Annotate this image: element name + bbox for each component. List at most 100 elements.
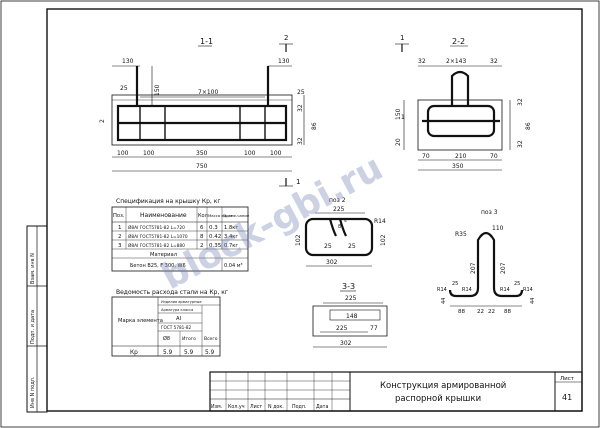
spec-h-note: Приме-чание: [223, 213, 250, 218]
poz3-d207b: 207: [500, 262, 507, 274]
poz3-d22a: 22: [477, 309, 484, 315]
dim-25b: 25: [297, 89, 305, 96]
poz2-d102b: 102: [380, 234, 387, 246]
dim-32-d: 32: [517, 140, 524, 148]
label-1-1: 1-1: [200, 37, 213, 46]
poz2-r14: R14: [374, 218, 386, 225]
poz3-r35: R35: [455, 231, 467, 238]
dim-350-b: 350: [452, 163, 464, 170]
spec-h-name: Наименование: [140, 212, 187, 219]
cut-1-left: 1: [401, 114, 405, 121]
tb-col-data: Дата: [316, 404, 328, 410]
ved-r-mark: Кр: [130, 350, 138, 356]
dim-100-c: 100: [244, 150, 256, 157]
dim-100-d: 100: [270, 150, 282, 157]
spec-h-kol: Кол: [198, 213, 208, 219]
poz3-d110: 110: [492, 225, 504, 232]
tb-col-list: Лист: [250, 404, 262, 410]
dim-100-a: 100: [117, 150, 129, 157]
dim-70-a: 70: [422, 153, 430, 160]
label-3-3: 3-3: [342, 282, 355, 291]
dim-32-a: 32: [418, 58, 426, 65]
ved-r-itogo: 5.9: [184, 350, 194, 356]
spec-r1-mass: 0.3: [209, 225, 218, 231]
spec-material-vol: 0.04 м³: [224, 263, 243, 269]
poz3-d88b: 88: [504, 309, 511, 315]
spec-r1-name: Ø8AI ГОСТ5781-82 L=720: [128, 224, 185, 231]
dim-32-r2: 32: [297, 137, 304, 145]
spec-r1-note: 1.8кг: [224, 225, 238, 231]
poz2-d25a: 25: [324, 243, 332, 250]
ved-h-klass: Арматура класса: [161, 308, 193, 312]
poz3-r14-c: R14: [500, 287, 510, 293]
left-2: 2: [99, 119, 106, 123]
dim-130-right: 130: [278, 58, 290, 65]
poz3-d25b: 25: [514, 281, 520, 287]
ved-h-d8: Ø8: [163, 335, 170, 342]
spec-r3-name: Ø8AI ГОСТ5781-82 L=880: [128, 242, 185, 249]
tb-sheet-label: Лист: [560, 376, 575, 382]
dim-32-r1: 32: [297, 104, 304, 112]
spec-table: Спецификация на крышку Кр, кг Поз. Наиме…: [111, 198, 250, 272]
poz2-d25b: 25: [348, 243, 356, 250]
spec-r1-poz: 1: [118, 225, 122, 231]
label-2-2: 2-2: [452, 37, 465, 46]
poz3-label: поз 3: [481, 209, 498, 216]
s33-d77: 77: [370, 325, 378, 332]
s33-d148: 148: [346, 313, 358, 320]
spec-r2-kol: 8: [200, 234, 204, 240]
dim-70-b: 70: [490, 153, 498, 160]
poz2-d8: 8: [338, 224, 341, 230]
s33-d225: 225: [345, 295, 357, 302]
spec-r1-kol: 6: [200, 225, 204, 231]
dim-210: 210: [455, 153, 467, 160]
dim-32-c: 32: [517, 98, 524, 106]
stamp-vzam: Взам. инв N: [30, 253, 36, 284]
poz3-d44b: 44: [530, 298, 536, 304]
stamp-podp: Подп. и дата: [30, 310, 36, 344]
poz2-d4: 4: [344, 218, 347, 224]
spec-r3-mass: 0.35: [209, 243, 222, 249]
tb-sheet-no: 41: [562, 393, 572, 402]
poz2-label: поз 2: [329, 197, 346, 204]
spec-h-mass: Масса ед.,кг: [208, 213, 233, 218]
ved-title: Ведомость расхода стали на Кр, кг: [116, 289, 228, 296]
poz3-d207a: 207: [470, 262, 477, 274]
tb-col-izm: Изм.: [211, 404, 222, 410]
poz3-d22b: 22: [488, 309, 495, 315]
poz2-d302: 302: [326, 259, 338, 266]
ved-h-itogo: Итого: [182, 336, 196, 342]
tb-title-1: Конструкция армированной: [380, 381, 506, 391]
dim-750: 750: [196, 163, 208, 170]
stamp-inv: Инв N подл.: [30, 376, 36, 408]
poz3-d44a: 44: [441, 298, 447, 304]
dim-32-b: 32: [490, 58, 498, 65]
tb-col-ndok: N док.: [268, 404, 284, 410]
ved-r-d8: 5.9: [163, 350, 173, 356]
dim-130-left: 130: [122, 58, 134, 65]
section-1-1: 1-1 2 130 130 25 150 7×100 25 32 86 32: [99, 34, 318, 187]
tb-col-podp: Подп.: [292, 404, 307, 410]
poz-3-detail: поз 3 R35 110 207 207 R14 R14 R14 R14 25…: [437, 209, 536, 315]
spec-r3-poz: 3: [118, 243, 122, 249]
poz2-d225: 225: [333, 206, 345, 213]
watermark: block-gbi.ru: [155, 147, 390, 298]
spec-r3-kol: 2: [200, 243, 204, 249]
dim-86-r: 86: [311, 122, 318, 130]
dim-7x100: 7×100: [198, 89, 218, 96]
spec-material: Бетон В25, F 300, W6: [130, 263, 186, 269]
dim-86-v: 86: [525, 122, 532, 130]
cut-2-bottom: 1: [296, 178, 300, 186]
spec-title: Спецификация на крышку Кр, кг: [116, 198, 221, 205]
title-block: Изм. Кол.уч Лист N док. Подп. Дата Конст…: [209, 371, 583, 412]
spec-r2-name: Ø8AI ГОСТ5781-82 L=1070: [128, 233, 188, 240]
spec-r2-poz: 2: [118, 234, 122, 240]
tb-col-kol: Кол.уч: [228, 404, 245, 410]
dim-100-b: 100: [143, 150, 155, 157]
spec-r2-mass: 0.42: [209, 234, 221, 240]
vedomost-table: Ведомость расхода стали на Кр, кг Марка …: [111, 289, 228, 357]
cut-2-top: 2: [284, 34, 288, 42]
poz3-d25a: 25: [452, 281, 458, 287]
